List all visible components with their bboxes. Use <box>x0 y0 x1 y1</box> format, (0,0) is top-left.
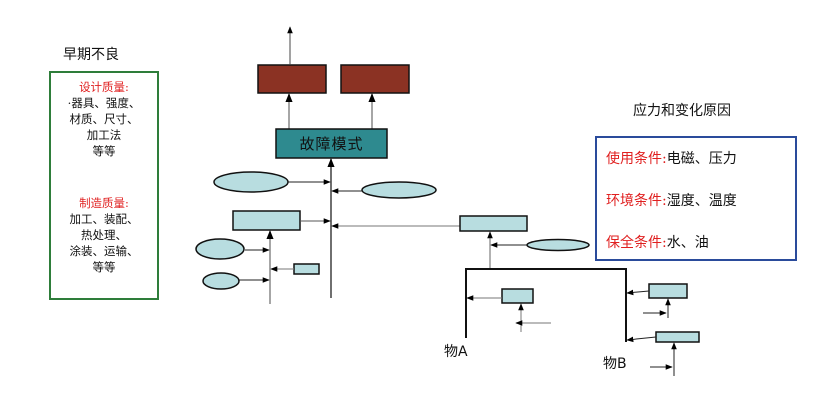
failure-mode-label: 故障模式 <box>299 135 364 153</box>
arrow <box>626 336 657 343</box>
factor-ellipse <box>361 181 437 199</box>
factor-rect <box>655 331 700 343</box>
factor-rect <box>459 215 528 232</box>
early-failure-title: 早期不良 <box>63 47 119 63</box>
factor-rect <box>232 210 301 231</box>
design-quality-line: 材质、尺寸、 <box>69 112 139 126</box>
design-quality-line: 加工法 <box>86 128 122 142</box>
row-label: 环境条件: <box>606 193 667 209</box>
failure-mode-box <box>275 128 388 159</box>
factor-ellipse <box>213 171 289 193</box>
design-quality-line: 等等 <box>92 144 116 158</box>
failure-result-box-left <box>257 64 327 94</box>
manufacturing-quality-heading: 制造质量: <box>79 196 129 210</box>
object-a-label: 物A <box>444 344 468 360</box>
object-bracket <box>465 268 627 342</box>
row-label: 保全条件: <box>606 235 667 251</box>
early-failure-box: 设计质量: ·器具、强度、 材质、尺寸、 加工法 等等 制造质量: 加工、装配、… <box>49 71 159 300</box>
factor-rect <box>648 283 688 299</box>
row-value: 电磁、压力 <box>666 151 737 167</box>
failure-result-box-right <box>340 64 410 94</box>
factor-rect <box>501 288 534 304</box>
stress-cause-title: 应力和变化原因 <box>633 103 731 119</box>
factor-ellipse <box>195 238 245 260</box>
row-value: 水、油 <box>666 235 709 251</box>
manufacturing-quality-line: 加工、装配、 <box>69 212 139 226</box>
environment-condition-row: 环境条件:湿度、温度 <box>606 190 737 210</box>
arrow <box>626 289 650 296</box>
factor-rect <box>293 263 320 275</box>
object-b-label: 物B <box>603 356 627 372</box>
design-quality-line: ·器具、强度、 <box>67 96 141 110</box>
factor-ellipse <box>202 272 240 290</box>
row-value: 湿度、温度 <box>666 193 737 209</box>
manufacturing-quality-line: 等等 <box>92 260 116 274</box>
design-quality-heading: 设计质量: <box>79 80 129 94</box>
usage-condition-row: 使用条件:电磁、压力 <box>606 148 737 168</box>
stress-cause-box: 使用条件:电磁、压力 环境条件:湿度、温度 保全条件:水、油 <box>595 136 797 261</box>
factor-ellipse <box>526 238 590 252</box>
manufacturing-quality-line: 涂装、运输、 <box>69 244 139 258</box>
manufacturing-quality-line: 热处理、 <box>81 228 127 242</box>
row-label: 使用条件: <box>606 151 667 167</box>
maintenance-condition-row: 保全条件:水、油 <box>606 232 709 252</box>
